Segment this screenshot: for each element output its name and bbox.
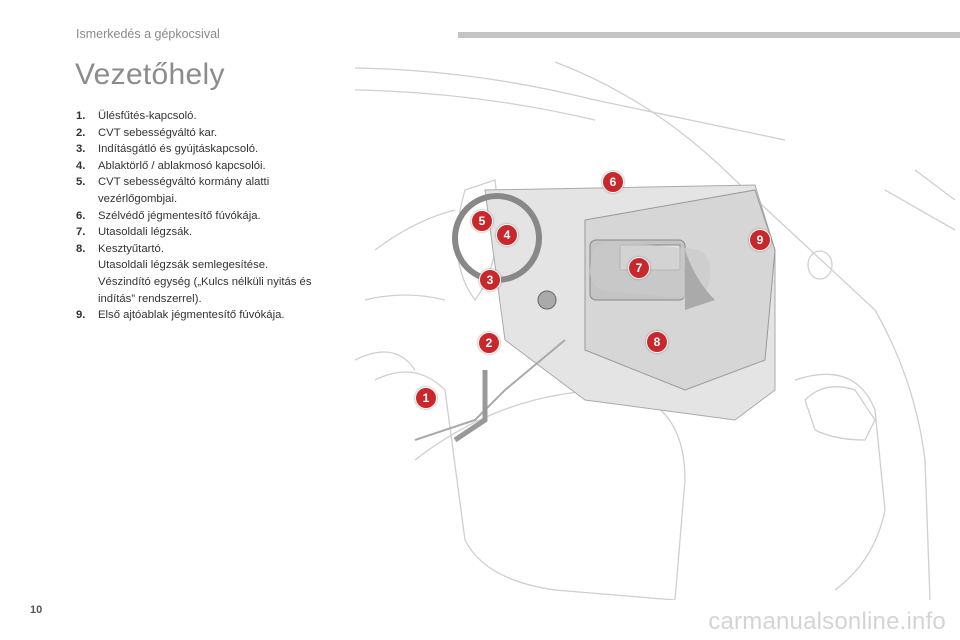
item-number: 3.	[76, 143, 86, 156]
page-title: Vezetőhely	[75, 58, 225, 91]
item-text: Kesztyűtartó.Utasoldali légzsák semleges…	[98, 242, 312, 305]
callout-6: 6	[602, 171, 624, 193]
section-header: Ismerkedés a gépkocsival	[76, 27, 220, 41]
item-text: Szélvédő jégmentesítő fúvókája.	[98, 209, 261, 222]
list-item: 1. Ülésfűtés-kapcsoló.	[76, 108, 326, 125]
item-text: CVT sebességváltó kormány alatti vezérlő…	[98, 176, 270, 205]
item-text: CVT sebességváltó kar.	[98, 126, 218, 139]
item-number: 6.	[76, 209, 86, 222]
callout-7: 7	[628, 257, 650, 279]
item-text: Indításgátló és gyújtáskapcsoló.	[98, 143, 259, 156]
item-text: Ülésfűtés-kapcsoló.	[98, 110, 197, 122]
item-number: 7.	[76, 226, 86, 239]
list-item: 5. CVT sebességváltó kormány alatti vezér…	[76, 174, 326, 207]
header-bar	[458, 32, 960, 38]
item-text: Ablaktörlő / ablakmosó kapcsolói.	[98, 159, 266, 172]
cockpit-illustration	[355, 61, 956, 600]
item-text: Első ajtóablak jégmentesítő fúvókája.	[98, 309, 285, 322]
callout-4: 4	[496, 224, 518, 246]
legend-list: 1. Ülésfűtés-kapcsoló. 2. CVT sebességvált…	[76, 108, 326, 324]
callout-8: 8	[646, 331, 668, 353]
list-item: 7. Utasoldali légzsák.	[76, 224, 326, 241]
list-item: 8. Kesztyűtartó.Utasoldali légzsák semleg…	[76, 241, 326, 307]
item-number: 9.	[76, 309, 86, 322]
item-number: 4.	[76, 159, 86, 172]
item-number: 2.	[76, 126, 86, 139]
list-item: 9. Első ajtóablak jégmentesítő fúvókája.	[76, 307, 326, 324]
list-item: 6. Szélvédő jégmentesítő fúvókája.	[76, 208, 326, 225]
callout-1: 1	[415, 387, 437, 409]
callout-5: 5	[471, 210, 493, 232]
list-item: 2. CVT sebességváltó kar.	[76, 125, 326, 142]
callout-3: 3	[479, 269, 501, 291]
item-number: 1.	[76, 110, 86, 122]
list-item: 4. Ablaktörlő / ablakmosó kapcsolói.	[76, 158, 326, 175]
list-item: 3. Indításgátló és gyújtáskapcsoló.	[76, 141, 326, 158]
item-text: Utasoldali légzsák.	[98, 226, 193, 239]
watermark: carmanualsonline.info	[708, 608, 946, 635]
item-number: 5.	[76, 176, 86, 189]
callout-2: 2	[478, 332, 500, 354]
item-number: 8.	[76, 242, 86, 255]
page-number: 10	[30, 604, 43, 616]
callout-9: 9	[749, 229, 771, 251]
